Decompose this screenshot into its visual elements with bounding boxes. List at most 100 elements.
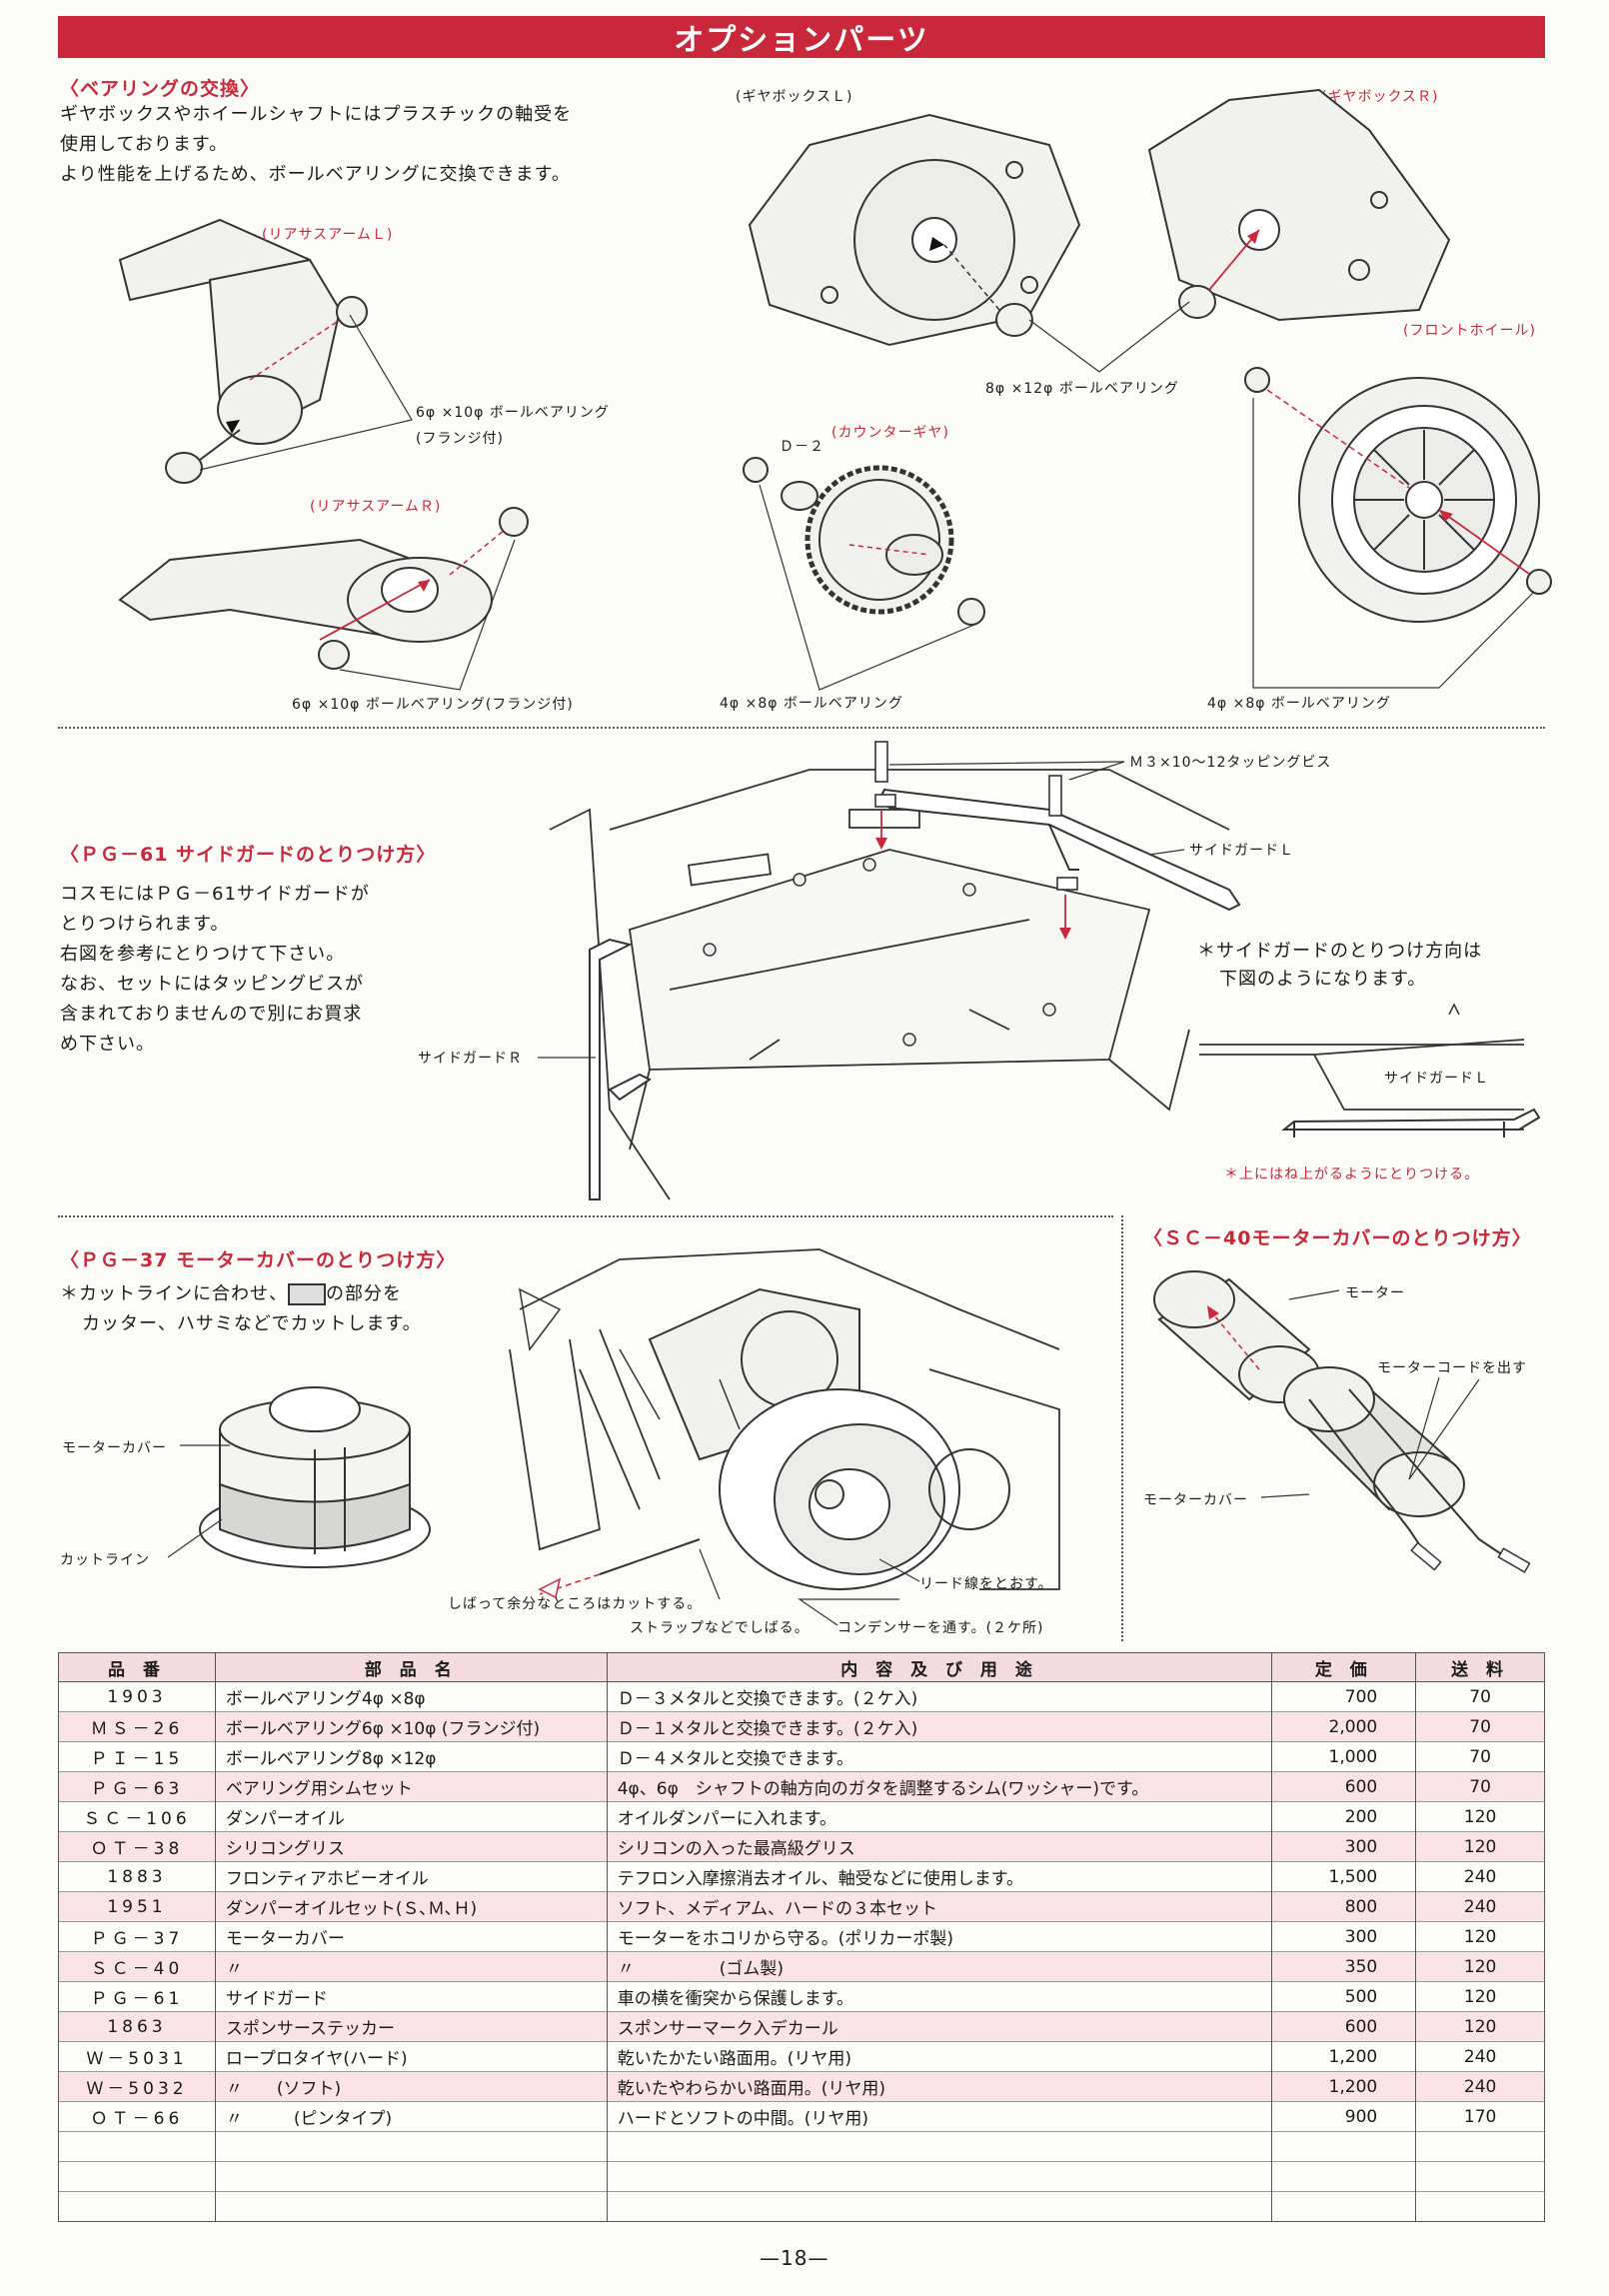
table-cell-price: 600: [1271, 2011, 1417, 2042]
sideguard-line-2: とりつけられます。: [60, 914, 230, 935]
table-cell-ship: 120: [1415, 1951, 1545, 1982]
table-cell-desc: シリコンの入った最高級グリス: [606, 1831, 1273, 1862]
chassis-sideguard-illustration: [549, 741, 1241, 1200]
table-cell-code: ＯＴ－38: [58, 1831, 216, 1862]
sideguard-line-5: 含まれておりませんので別にお買求: [60, 1004, 363, 1025]
sc40-illustration: [1153, 1270, 1531, 1573]
pg37-text: ＊カットラインに合わせ、の部分を カッター、ハサミなどでカットします。: [60, 1279, 422, 1339]
table-cell-desc: モーターをホコリから守る。(ポリカーボ製): [606, 1921, 1273, 1952]
table-cell-price: 2,000: [1271, 1711, 1417, 1742]
gearbox-r-illustration: [1147, 88, 1451, 322]
rear-arm-r-illustration: [118, 507, 529, 670]
sideguard-line-1: コスモにはＰＧ－61サイドガードが: [60, 884, 370, 905]
label-lead: リード線をとおす。: [919, 1576, 1053, 1592]
col-price: 定 価: [1271, 1652, 1417, 1682]
label-rear-arm-r: (リアサスアームＲ): [310, 499, 442, 515]
table-cell-name: シリコングリス: [214, 1831, 608, 1862]
table-cell-name: 〃 (ソフト): [214, 2071, 608, 2102]
label-guard-r: サイドガードＲ: [418, 1051, 523, 1067]
label-bearing-6x10-a: 6φ ×10φ ボールベアリング: [416, 405, 610, 421]
table-cell-name: モーターカバー: [214, 1921, 608, 1952]
sideguard-note-line-2: 下図のようになります。: [1219, 969, 1427, 990]
cut-area-swatch: [288, 1283, 326, 1305]
section-divider-vertical: [1121, 1215, 1123, 1641]
table-cell-desc: 4φ、6φ シャフトの軸方向のガタを調整するシム(ワッシャー)です。: [606, 1771, 1273, 1802]
table-cell-ship: 120: [1415, 1981, 1545, 2012]
bearing-line-2: 使用しております。: [60, 134, 229, 155]
table-cell-ship: 240: [1415, 2041, 1545, 2072]
section-divider-1: [58, 727, 1545, 729]
table-cell-code: ＭＳ－26: [58, 1711, 216, 1742]
table-cell-desc: 〃 (ゴム製): [606, 1951, 1273, 1982]
table-cell-code: [58, 2131, 216, 2162]
table-cell-code: ＰＧ－63: [58, 1771, 216, 1802]
label-front-wheel: (フロントホイール): [1403, 323, 1536, 339]
table-cell-desc: [606, 2161, 1273, 2192]
sideguard-text: コスモにはＰＧ－61サイドガードが とりつけられます。 右図を参考にとりつけて下…: [60, 880, 370, 1060]
gearbox-l-illustration: [748, 113, 1081, 347]
table-cell-desc: テフロン入摩擦消去オイル、軸受などに使用します。: [606, 1861, 1273, 1892]
table-cell-name: ダンパーオイルセット(Ｓ､Ｍ､Ｈ): [214, 1891, 608, 1922]
table-cell-code: ＰＧ－61: [58, 1981, 216, 2012]
col-name: 部 品 名: [214, 1652, 608, 1682]
table-row: [58, 2191, 1545, 2222]
table-cell-ship: 70: [1415, 1711, 1545, 1742]
table-cell-code: ＰＧ－37: [58, 1921, 216, 1952]
table-cell-desc: オイルダンパーに入れます。: [606, 1801, 1273, 1832]
table-cell-ship: 240: [1415, 1861, 1545, 1892]
table-cell-code: ＰＩ－15: [58, 1741, 216, 1772]
label-guard-l-2: サイドガードＬ: [1384, 1071, 1489, 1087]
table-cell-desc: Ｄ－４メタルと交換できます。: [606, 1741, 1273, 1772]
table-cell-ship: 120: [1415, 1921, 1545, 1952]
label-motor-cover: モーターカバー: [62, 1440, 167, 1456]
bearing-line-3: より性能を上げるため、ボールベアリングに交換できます。: [60, 164, 571, 185]
table-cell-code: 1883: [58, 1861, 216, 1892]
col-ship: 送 料: [1415, 1652, 1545, 1682]
rear-arm-l-illustration: [118, 218, 368, 484]
sideguard-line-4: なお、セットにはタッピングビスが: [60, 974, 364, 995]
table-cell-desc: [606, 2191, 1273, 2222]
table-cell-code: ＯＴ－66: [58, 2101, 216, 2132]
pg37-line-1-post: の部分を: [326, 1283, 402, 1304]
table-cell-name: ロープロタイヤ(ハード): [214, 2041, 608, 2072]
label-rear-arm-l: (リアサスアームＬ): [262, 227, 394, 243]
table-cell-name: 〃: [214, 1951, 608, 1982]
label-condenser: コンデンサーを通す。(２ケ所): [837, 1620, 1044, 1636]
table-cell-price: 1,500: [1271, 1861, 1417, 1892]
table-cell-price: 600: [1271, 1771, 1417, 1802]
label-bearing-6x10-b: 6φ ×10φ ボールベアリング(フランジ付): [292, 697, 574, 713]
table-cell-price: 900: [1271, 2101, 1417, 2132]
table-cell-price: 350: [1271, 1951, 1417, 1982]
table-cell-desc: ソフト、メディアム、ハードの３本セット: [606, 1891, 1273, 1922]
label-bearing-8x12: 8φ ×12φ ボールベアリング: [985, 381, 1179, 397]
col-code: 品 番: [58, 1652, 216, 1682]
sideguard-line-6: め下さい。: [60, 1034, 155, 1055]
table-cell-ship: 120: [1415, 1801, 1545, 1832]
pg37-heading: 〈ＰＧ－37 モーターカバーのとりつけ方〉: [60, 1249, 457, 1271]
table-cell-name: ボールベアリング6φ ×10φ (フランジ付): [214, 1711, 608, 1742]
sideguard-heading: 〈ＰＧ－61 サイドガードのとりつけ方〉: [60, 844, 437, 866]
section-divider-2: [58, 1215, 1113, 1217]
table-cell-ship: 70: [1415, 1681, 1545, 1712]
table-cell-name: サイドガード: [214, 1981, 608, 2012]
sideguard-direction-diagram: [1199, 1003, 1541, 1138]
label-bearing-4x8-a: 4φ ×8φ ボールベアリング: [720, 696, 903, 712]
table-cell-name: ボールベアリング8φ ×12φ: [214, 1741, 608, 1772]
table-cell-code: Ｗ－5031: [58, 2041, 216, 2072]
table-cell-name: [214, 2191, 608, 2222]
bearing-line-1: ギヤボックスやホイールシャフトにはプラスチックの軸受を: [60, 104, 573, 125]
table-cell-ship: 240: [1415, 2071, 1545, 2102]
table-cell-ship: [1415, 2131, 1545, 2162]
table-cell-name: 〃 (ピンタイプ): [214, 2101, 608, 2132]
